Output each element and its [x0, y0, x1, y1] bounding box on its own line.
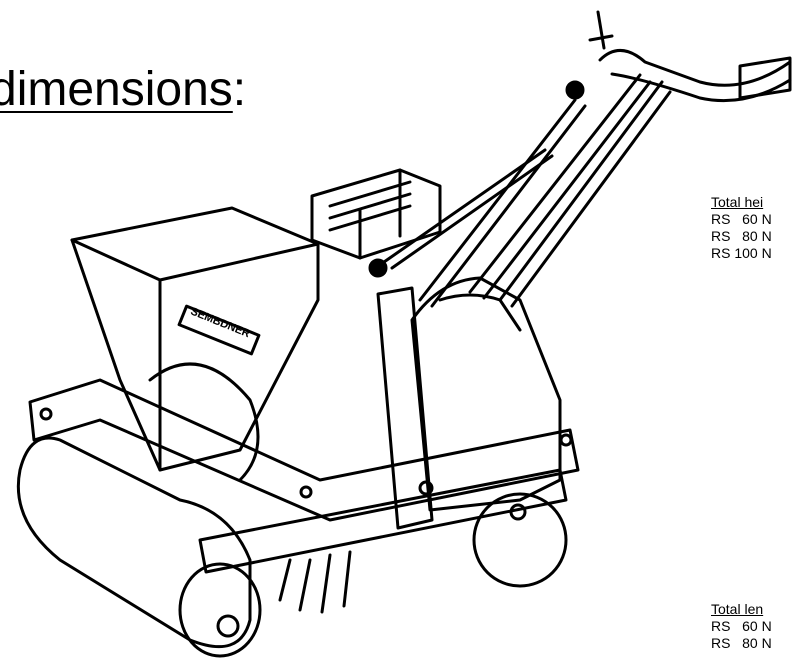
spec-title: Total len	[711, 601, 764, 617]
roller-end	[178, 562, 262, 658]
drive-housing	[410, 276, 562, 512]
spec-row: RS 60 N	[711, 211, 772, 227]
lever-knob-2	[368, 258, 388, 278]
frame-post	[376, 286, 434, 530]
handle-grip	[738, 56, 792, 100]
spikes	[278, 550, 352, 614]
roller	[16, 436, 252, 649]
handle-tube-right	[498, 80, 672, 308]
base-frame-top	[28, 378, 580, 522]
front-beam	[198, 468, 568, 574]
spec-row: RS 60 N	[711, 618, 772, 634]
brand-plate-text: SEMBDNER	[189, 306, 252, 341]
lever-top	[588, 10, 614, 50]
engine	[310, 168, 442, 260]
heading-colon: :	[232, 63, 247, 116]
spec-row: RS 80 N	[711, 228, 772, 244]
lever-rod	[418, 98, 587, 308]
spec-row: RS 100 N	[711, 245, 772, 261]
brand-plate	[177, 304, 261, 356]
spec-title: Total hei	[711, 194, 764, 210]
hopper	[70, 206, 320, 472]
lever-knob	[565, 80, 585, 100]
lever-rod-2	[382, 148, 554, 270]
heading-text: dimensions	[0, 63, 233, 116]
handle-tube-left	[468, 73, 652, 300]
section-heading: dimensions:	[0, 66, 246, 114]
drive-wheel	[472, 492, 568, 588]
handlebar	[598, 49, 792, 87]
seed-disc	[148, 362, 260, 482]
spec-row: RS 80 N	[711, 635, 772, 651]
